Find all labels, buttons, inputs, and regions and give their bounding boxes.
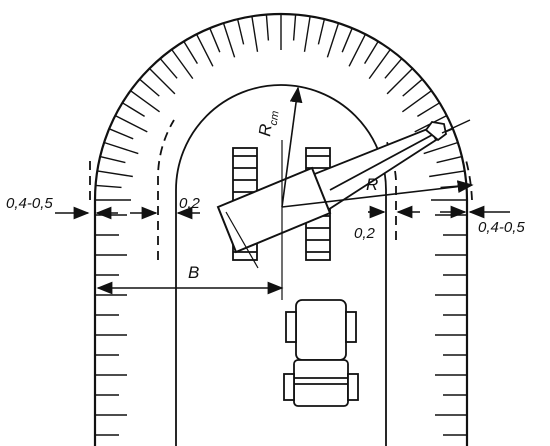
label-outer-clearance-left: 0,4-0,5 [6, 195, 53, 212]
road-inner-boundary [175, 84, 387, 446]
svg-text:R: R [255, 123, 276, 138]
label-radius-r: R [366, 175, 378, 194]
label-radius-cm: R cm [255, 110, 282, 138]
label-width-b: B [188, 263, 199, 282]
svg-text:cm: cm [268, 110, 282, 126]
clearance-dashed-outer [89, 159, 473, 201]
road-hatching-sides [95, 214, 467, 436]
turret-axis [225, 211, 259, 269]
truck [283, 299, 359, 407]
label-inner-clearance-right: 0,2 [354, 225, 376, 242]
boom-hook [424, 121, 447, 142]
radius-r-arrow [281, 180, 474, 208]
label-outer-clearance-right: 0,4-0,5 [478, 219, 525, 236]
road-hatching-arc [95, 14, 467, 201]
radius-cm-arrow [281, 86, 303, 208]
boom-extension-line [441, 119, 471, 134]
crane-turret [216, 166, 332, 254]
label-inner-clearance-left: 0,2 [179, 195, 201, 212]
